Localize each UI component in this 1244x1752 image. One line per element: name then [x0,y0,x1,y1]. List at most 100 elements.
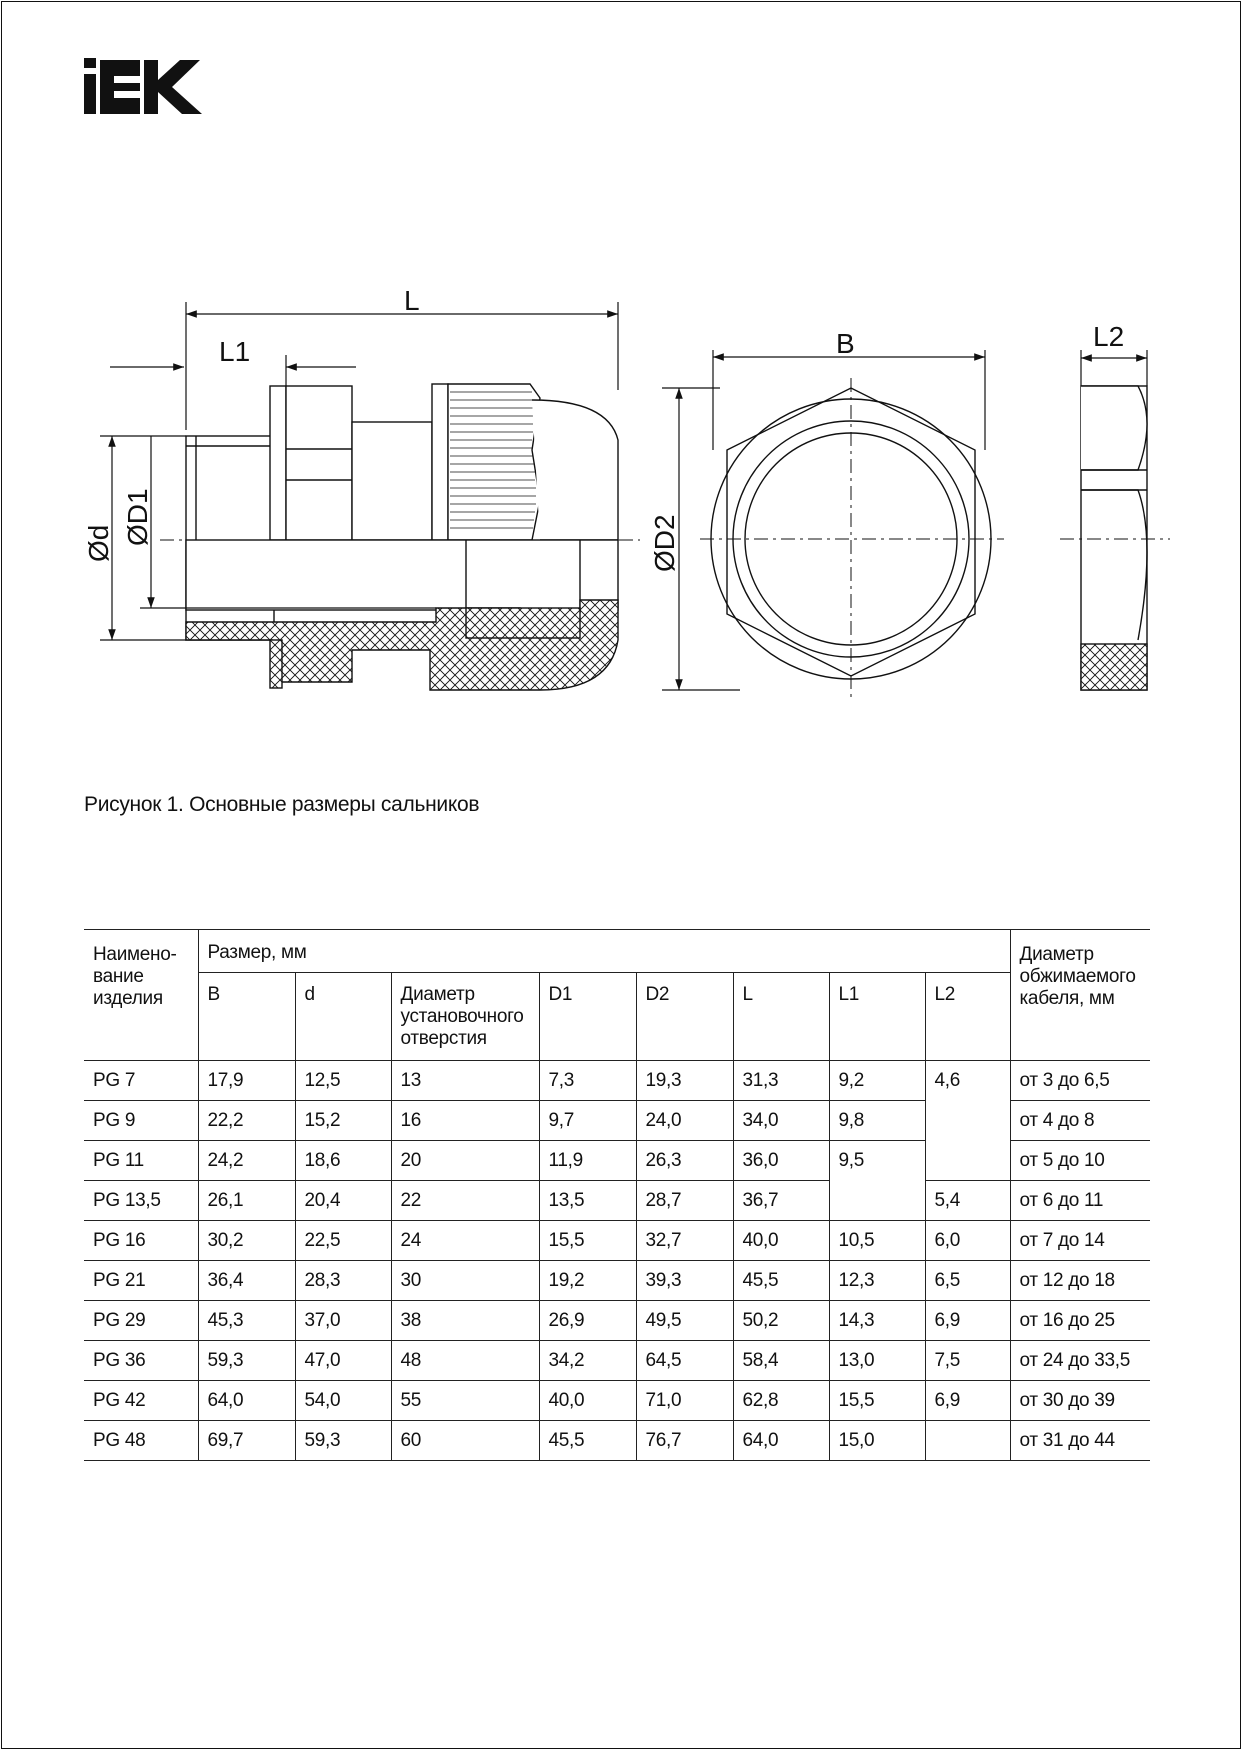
table-row: PG 21 36,4 28,3 30 19,2 39,3 45,5 12,3 6… [84,1260,1150,1301]
cell-D1: 45,5 [538,1420,636,1461]
header-size-group: Размер, мм [197,929,1010,973]
cell-L2: 6,9 [924,1300,1010,1341]
cell-L1: 10,5 [828,1220,925,1261]
cell-name: PG 36 [84,1340,198,1381]
header-name: Наимено- вание изделия [84,929,198,1061]
cell-L1: 15,0 [828,1420,925,1461]
cell-L: 31,3 [732,1060,829,1101]
cell-name: PG 21 [84,1260,198,1301]
cell-hole: 60 [390,1420,539,1461]
cell-d: 54,0 [294,1380,391,1421]
cell-hole: 16 [390,1100,539,1141]
cell-L2 [924,1100,1010,1141]
cell-hole: 24 [390,1220,539,1261]
table-row: PG 9 22,2 15,2 16 9,7 24,0 34,0 9,8 от 4… [84,1100,1150,1141]
header-col-D2: D2 [635,972,733,1061]
cell-L1: 9,2 [828,1060,925,1101]
cell-name: PG 9 [84,1100,198,1141]
cell-d: 59,3 [294,1420,391,1461]
cell-hole: 20 [390,1140,539,1181]
cell-D2: 28,7 [635,1180,733,1221]
cell-hole: 55 [390,1380,539,1421]
cell-D2: 19,3 [635,1060,733,1101]
cell-D1: 11,9 [538,1140,636,1181]
cell-L: 62,8 [732,1380,829,1421]
cell-D2: 71,0 [635,1380,733,1421]
cell-L2: 6,9 [924,1380,1010,1421]
cell-D2: 24,0 [635,1100,733,1141]
cell-cable: от 7 до 14 [1009,1220,1150,1261]
cell-L2: 4,6 [924,1060,1010,1101]
table-row: PG 48 69,7 59,3 60 45,5 76,7 64,0 15,0 о… [84,1420,1150,1461]
dimensions-table: Наимено- вание изделия Размер, мм Диамет… [84,929,1150,1461]
nut-side-view [1080,385,1148,691]
cell-L1 [828,1180,925,1221]
cell-D1: 19,2 [538,1260,636,1301]
technical-drawing: L L1 B L2 Ød ØD1 ØD2 [83,285,1170,700]
dim-label-L: L [404,285,420,316]
cell-L1: 12,3 [828,1260,925,1301]
cell-D1: 9,7 [538,1100,636,1141]
table-row: PG 42 64,0 54,0 55 40,0 71,0 62,8 15,5 6… [84,1380,1150,1421]
cell-hole: 48 [390,1340,539,1381]
dim-label-B: B [836,328,855,359]
cell-hole: 30 [390,1260,539,1301]
header-col-B: B [197,972,295,1061]
cell-B: 30,2 [197,1220,295,1261]
cell-hole: 38 [390,1300,539,1341]
header-col-L2: L2 [924,972,1010,1061]
cell-D2: 39,3 [635,1260,733,1301]
table-row: PG 7 17,9 12,5 13 7,3 19,3 31,3 9,2 4,6 … [84,1060,1150,1101]
cell-name: PG 42 [84,1380,198,1421]
cell-B: 36,4 [197,1260,295,1301]
cell-L: 34,0 [732,1100,829,1141]
header-col-hole: Диаметр установочного отверстия [390,972,539,1061]
cell-d: 28,3 [294,1260,391,1301]
cell-D2: 64,5 [635,1340,733,1381]
cell-d: 47,0 [294,1340,391,1381]
cell-L1: 13,0 [828,1340,925,1381]
cell-B: 26,1 [197,1180,295,1221]
table-row: PG 13,5 26,1 20,4 22 13,5 28,7 36,7 5,4 … [84,1180,1150,1221]
cell-L1: 15,5 [828,1380,925,1421]
cell-cable: от 12 до 18 [1009,1260,1150,1301]
cell-L2: 5,4 [924,1180,1010,1221]
header-cable: Диаметр обжимаемого кабеля, мм [1009,929,1150,1061]
cell-cable: от 4 до 8 [1009,1100,1150,1141]
cell-L2 [924,1420,1010,1461]
cell-L: 50,2 [732,1300,829,1341]
table-row: PG 29 45,3 37,0 38 26,9 49,5 50,2 14,3 6… [84,1300,1150,1341]
header-col-D1: D1 [538,972,636,1061]
cell-d: 20,4 [294,1180,391,1221]
cell-L1: 9,5 [828,1140,925,1181]
cell-L: 58,4 [732,1340,829,1381]
cell-cable: от 16 до 25 [1009,1300,1150,1341]
cell-D2: 32,7 [635,1220,733,1261]
cell-name: PG 16 [84,1220,198,1261]
cell-d: 22,5 [294,1220,391,1261]
cell-B: 64,0 [197,1380,295,1421]
cell-L2: 7,5 [924,1340,1010,1381]
cell-L2: 6,0 [924,1220,1010,1261]
iek-logo [84,58,204,121]
gland-side-view [185,383,619,691]
cell-L2: 6,5 [924,1260,1010,1301]
cell-B: 59,3 [197,1340,295,1381]
cell-cable: от 30 до 39 [1009,1380,1150,1421]
figure-caption: Рисунок 1. Основные размеры сальников [84,793,480,816]
cell-cable: от 6 до 11 [1009,1180,1150,1221]
cell-d: 18,6 [294,1140,391,1181]
cell-D1: 40,0 [538,1380,636,1421]
cell-B: 69,7 [197,1420,295,1461]
cell-name: PG 29 [84,1300,198,1341]
cell-L1: 9,8 [828,1100,925,1141]
cell-name: PG 48 [84,1420,198,1461]
header-col-L: L [732,972,829,1061]
cell-L: 64,0 [732,1420,829,1461]
table-row: PG 16 30,2 22,5 24 15,5 32,7 40,0 10,5 6… [84,1220,1150,1261]
cell-B: 45,3 [197,1300,295,1341]
cell-d: 12,5 [294,1060,391,1101]
cell-L: 40,0 [732,1220,829,1261]
cell-cable: от 5 до 10 [1009,1140,1150,1181]
cell-D1: 15,5 [538,1220,636,1261]
